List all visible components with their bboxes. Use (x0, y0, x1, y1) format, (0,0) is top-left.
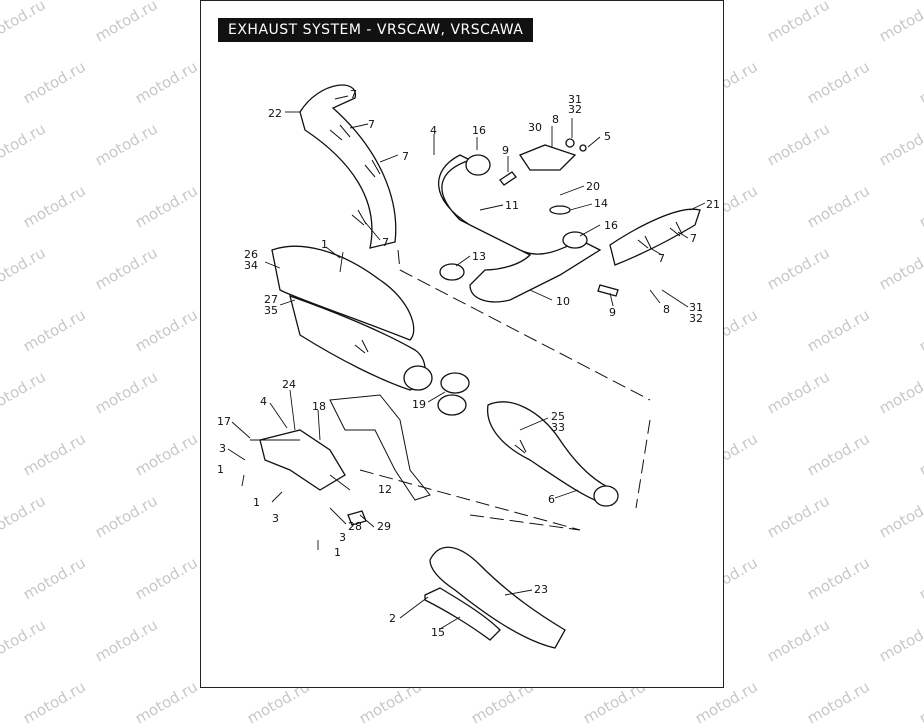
lower-flange (439, 263, 465, 281)
bolt-1b (241, 474, 245, 487)
callout-26: 26 (244, 248, 258, 261)
callout-8b: 8 (663, 303, 670, 316)
callout-24: 24 (282, 378, 296, 391)
lower-shield-15 (424, 587, 501, 641)
callout-16a: 16 (472, 124, 486, 137)
callout-7b: 7 (368, 118, 375, 131)
callout-1a: 1 (321, 238, 328, 251)
clamp-upper (440, 372, 470, 394)
callout-10: 10 (556, 295, 570, 308)
lower-shield-23 (429, 546, 566, 649)
callout-7c: 7 (402, 150, 409, 163)
rear-heat-shield (299, 84, 397, 249)
callout-19: 19 (412, 398, 426, 411)
callout-22: 22 (268, 107, 282, 120)
callout-7d: 7 (382, 236, 389, 249)
callout-18: 18 (312, 400, 326, 413)
bolt-1c (271, 491, 283, 503)
callout-27: 27 (264, 293, 278, 306)
gasket-14 (549, 205, 571, 215)
callout-13: 13 (472, 250, 486, 263)
callout-35: 35 (264, 304, 278, 317)
crossover-end (562, 231, 588, 249)
callout-29: 29 (377, 520, 391, 533)
callout-31b: 31 (689, 301, 703, 314)
callout-3c: 3 (339, 531, 346, 544)
bolt-1a (339, 251, 344, 273)
frame-outline (329, 394, 431, 501)
bolt-31 (565, 138, 575, 148)
callout-31a: 31 (568, 93, 582, 106)
mount-bracket (519, 144, 577, 171)
callout-2: 2 (389, 612, 396, 625)
callout-1b: 1 (217, 463, 224, 476)
callout-1c: 1 (253, 496, 260, 509)
callout-23: 23 (534, 583, 548, 596)
callout-16b: 16 (604, 219, 618, 232)
leader-lines (227, 95, 706, 630)
callout-33: 33 (551, 421, 565, 434)
callout-7e: 7 (690, 232, 697, 245)
callout-21: 21 (706, 198, 720, 211)
callout-14: 14 (594, 197, 608, 210)
clamp-lower (437, 394, 467, 416)
callout-11: 11 (505, 199, 519, 212)
callout-17: 17 (217, 415, 231, 428)
callout-15: 15 (431, 626, 445, 639)
o2-sensor-rear (499, 171, 517, 186)
nut-5 (579, 144, 587, 152)
callout-6: 6 (548, 493, 555, 506)
callout-34: 34 (244, 259, 258, 272)
alignment-line-upper (397, 249, 651, 401)
front-heat-shield (609, 208, 701, 266)
o2-sensor-front (597, 284, 619, 297)
callout-4a: 4 (430, 124, 437, 137)
callout-30: 30 (528, 121, 542, 134)
callout-12: 12 (378, 483, 392, 496)
muffler-shield-upper (271, 245, 415, 341)
callout-32a: 32 (568, 103, 582, 116)
muffler-inlet (403, 365, 433, 391)
callout-3b: 3 (272, 512, 279, 525)
callout-9a: 9 (502, 144, 509, 157)
callout-5: 5 (604, 130, 611, 143)
alignment-line-right (635, 419, 651, 509)
callout-1d: 1 (334, 546, 341, 559)
callout-28: 28 (348, 520, 362, 533)
alignment-line-lower (359, 469, 581, 531)
header-flange (465, 154, 491, 176)
bracket-plate-28 (347, 510, 367, 526)
callout-25: 25 (551, 410, 565, 423)
diagram-title: EXHAUST SYSTEM - VRSCAW, VRSCAWA (218, 18, 534, 42)
callout-4b: 4 (260, 395, 267, 408)
header-pipe (437, 154, 602, 303)
callout-9b: 9 (609, 306, 616, 319)
muffler-tip (593, 485, 619, 507)
callout-8a: 8 (552, 113, 559, 126)
callout-20: 20 (586, 180, 600, 193)
callout-7f: 7 (658, 252, 665, 265)
callout-7a: 7 (350, 88, 357, 101)
callout-3a: 3 (219, 442, 226, 455)
muffler-bracket (259, 429, 346, 491)
callout-32b: 32 (689, 312, 703, 325)
alignment-line-bottom (469, 514, 581, 531)
